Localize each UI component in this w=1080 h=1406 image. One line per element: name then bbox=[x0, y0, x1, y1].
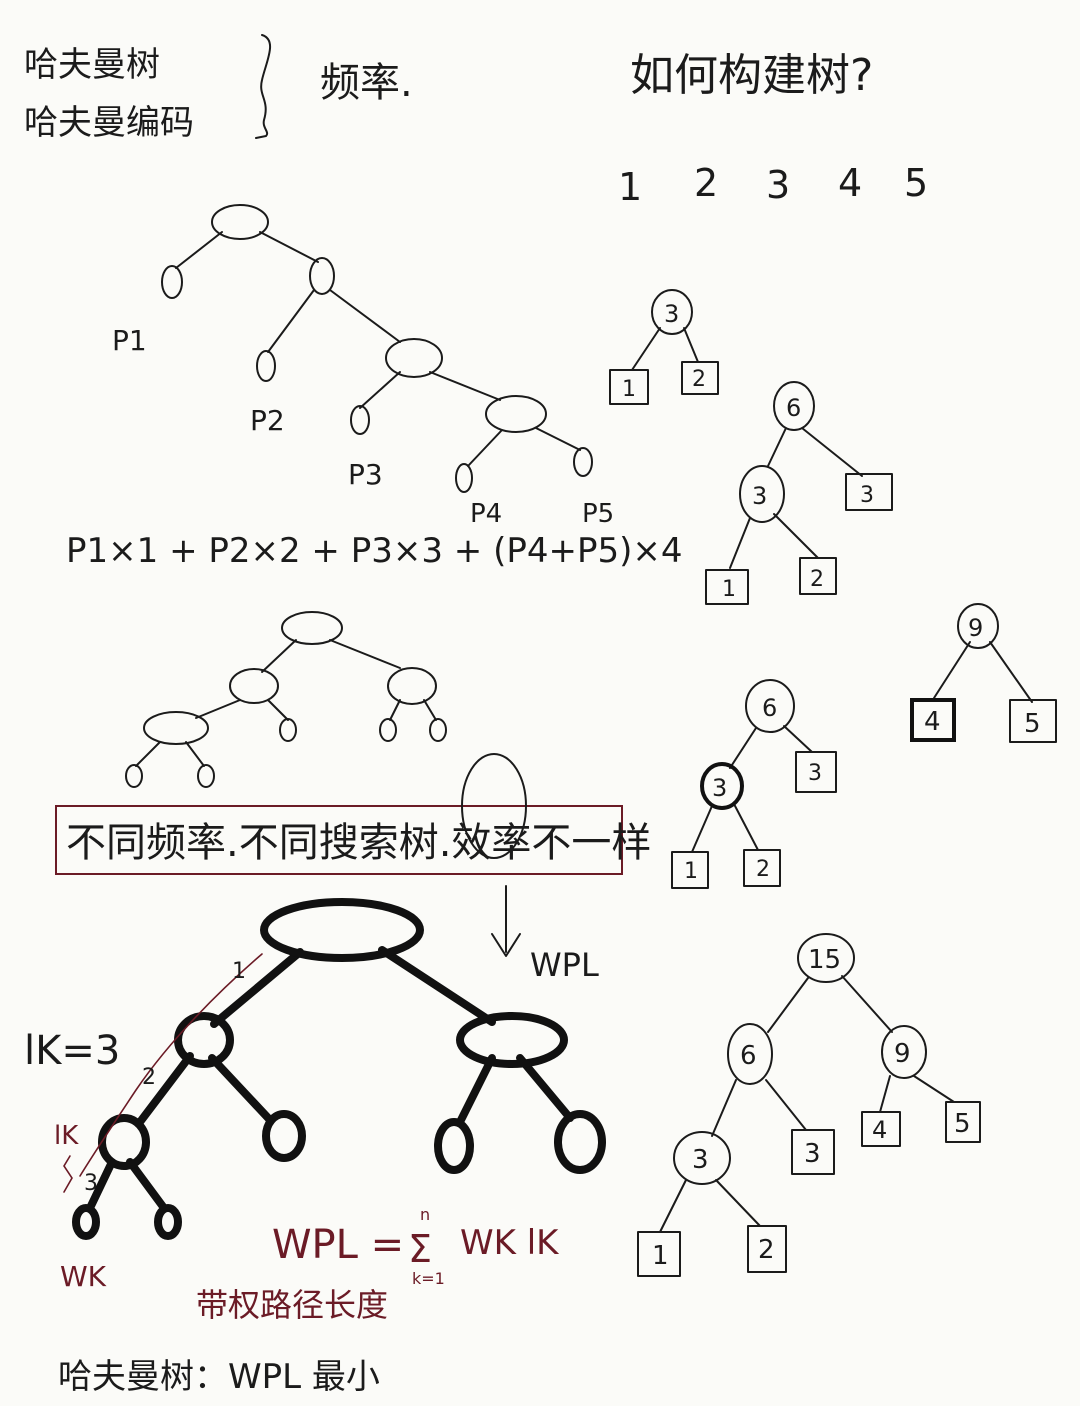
lk-label: lK bbox=[54, 1121, 79, 1151]
skewed-tree bbox=[161, 204, 593, 493]
leaf-node bbox=[279, 718, 297, 742]
final-node-3: 3 bbox=[692, 1145, 709, 1175]
path-bracket bbox=[63, 1155, 73, 1193]
arrow-label-wpl: WPL bbox=[530, 946, 599, 984]
tree-node bbox=[456, 1012, 568, 1068]
step2-leaf-3: 3 bbox=[860, 483, 874, 508]
weighted-sum-formula: P1×1 + P2×2 + P3×3 + (P4+P5)×4 bbox=[66, 531, 682, 571]
step3-leaf-4: 4 bbox=[924, 707, 941, 737]
edge-label-2: 2 bbox=[142, 1065, 156, 1090]
final-huffman-tree bbox=[637, 933, 981, 1277]
step2-leaf-1: 1 bbox=[722, 577, 736, 602]
step3-root-6: 6 bbox=[762, 694, 777, 722]
label-p1: P1 bbox=[112, 324, 147, 357]
conclusion-text: 哈夫曼树：WPL 最小 bbox=[58, 1357, 380, 1397]
title-huffman-tree: 哈夫曼树 bbox=[24, 45, 160, 85]
build-step-3-left bbox=[671, 679, 837, 889]
label-p5: P5 bbox=[582, 499, 614, 529]
boxed-note-text: 不同频率.不同搜索树.效率不一样 bbox=[66, 820, 651, 866]
circle-efficiency bbox=[461, 753, 527, 859]
tree-node bbox=[387, 667, 437, 705]
leaf-node bbox=[161, 265, 183, 299]
step1-leaf-2: 2 bbox=[692, 367, 706, 392]
final-node-9: 9 bbox=[894, 1039, 911, 1069]
sum-lower-bound: k=1 bbox=[412, 1269, 445, 1288]
step3-leaf-2: 2 bbox=[756, 857, 770, 882]
final-leaf-1: 1 bbox=[652, 1241, 669, 1271]
leaf-node bbox=[429, 718, 447, 742]
step3-leaf-5: 5 bbox=[1024, 709, 1041, 739]
leaf-node bbox=[154, 1204, 182, 1240]
tree-node bbox=[260, 898, 424, 962]
weight-5: 5 bbox=[904, 161, 928, 205]
tree-node bbox=[143, 711, 209, 745]
weight-1: 1 bbox=[618, 165, 642, 209]
arrow-head-icon bbox=[491, 933, 521, 957]
wpl-caption: 带权路径长度 bbox=[196, 1286, 388, 1324]
tree-node bbox=[281, 611, 343, 645]
curly-brace bbox=[255, 34, 272, 139]
leaf-node bbox=[197, 764, 215, 788]
step1-leaf-1: 1 bbox=[622, 377, 636, 402]
tree-node bbox=[229, 668, 279, 704]
leaf-node bbox=[72, 1204, 100, 1240]
leaf-node bbox=[125, 764, 143, 788]
weight-4: 4 bbox=[838, 161, 862, 205]
leaf-node bbox=[554, 1110, 606, 1174]
label-p3: P3 bbox=[348, 458, 383, 491]
leaf-node bbox=[434, 1118, 474, 1174]
step3-leaf-3: 3 bbox=[808, 761, 822, 786]
final-root-15: 15 bbox=[808, 945, 841, 975]
title-huffman-coding: 哈夫曼编码 bbox=[24, 103, 194, 143]
tree-node bbox=[174, 1012, 234, 1068]
step2-leaf-2: 2 bbox=[810, 567, 824, 592]
lk-equals-3: lK=3 bbox=[24, 1028, 120, 1074]
wpl-formula-term: WK lK bbox=[460, 1223, 560, 1263]
build-step-3-right bbox=[910, 603, 1057, 743]
bold-tree bbox=[72, 898, 606, 1240]
final-leaf-4: 4 bbox=[872, 1116, 887, 1144]
final-leaf-2: 2 bbox=[758, 1235, 775, 1265]
leaf-node bbox=[455, 463, 473, 493]
sigma-symbol: Σ bbox=[408, 1227, 432, 1271]
step3-leaf-1: 1 bbox=[684, 859, 698, 884]
leaf-node bbox=[350, 405, 370, 435]
tree-node bbox=[211, 204, 269, 240]
weight-2: 2 bbox=[694, 161, 718, 205]
weight-3: 3 bbox=[766, 163, 790, 207]
step2-inner: 3 bbox=[752, 482, 767, 510]
brace-note-frequency: 频率. bbox=[320, 60, 413, 106]
build-step-2 bbox=[705, 381, 893, 605]
build-step-1 bbox=[609, 289, 719, 405]
tree-node bbox=[309, 257, 335, 295]
final-node-6: 6 bbox=[740, 1041, 757, 1071]
label-p2: P2 bbox=[250, 404, 285, 437]
leaf-node bbox=[262, 1110, 306, 1162]
step2-root: 6 bbox=[786, 394, 801, 422]
balanced-tree bbox=[125, 611, 447, 788]
leaf-node bbox=[573, 447, 593, 477]
tree-node bbox=[98, 1114, 150, 1170]
question-how-to-build-tree: 如何构建树? bbox=[630, 50, 873, 101]
step1-root: 3 bbox=[664, 300, 679, 328]
note-box bbox=[55, 805, 623, 875]
tree-node bbox=[385, 338, 443, 378]
leaf-node bbox=[256, 350, 276, 382]
leaf-node bbox=[379, 718, 397, 742]
step3-inner-3: 3 bbox=[712, 774, 727, 802]
final-leaf-5: 5 bbox=[954, 1109, 971, 1139]
final-leaf-3: 3 bbox=[804, 1139, 821, 1169]
tree-node bbox=[485, 395, 547, 433]
wk-label: WK bbox=[60, 1260, 107, 1293]
edge-label-3: 3 bbox=[84, 1171, 98, 1196]
path-length-curve bbox=[79, 953, 263, 1177]
wpl-formula-lhs: WPL = bbox=[272, 1222, 404, 1268]
label-p4: P4 bbox=[470, 499, 502, 529]
edge-label-1: 1 bbox=[232, 959, 246, 984]
step3-root-9: 9 bbox=[968, 614, 983, 642]
sum-upper-bound: n bbox=[420, 1205, 430, 1224]
